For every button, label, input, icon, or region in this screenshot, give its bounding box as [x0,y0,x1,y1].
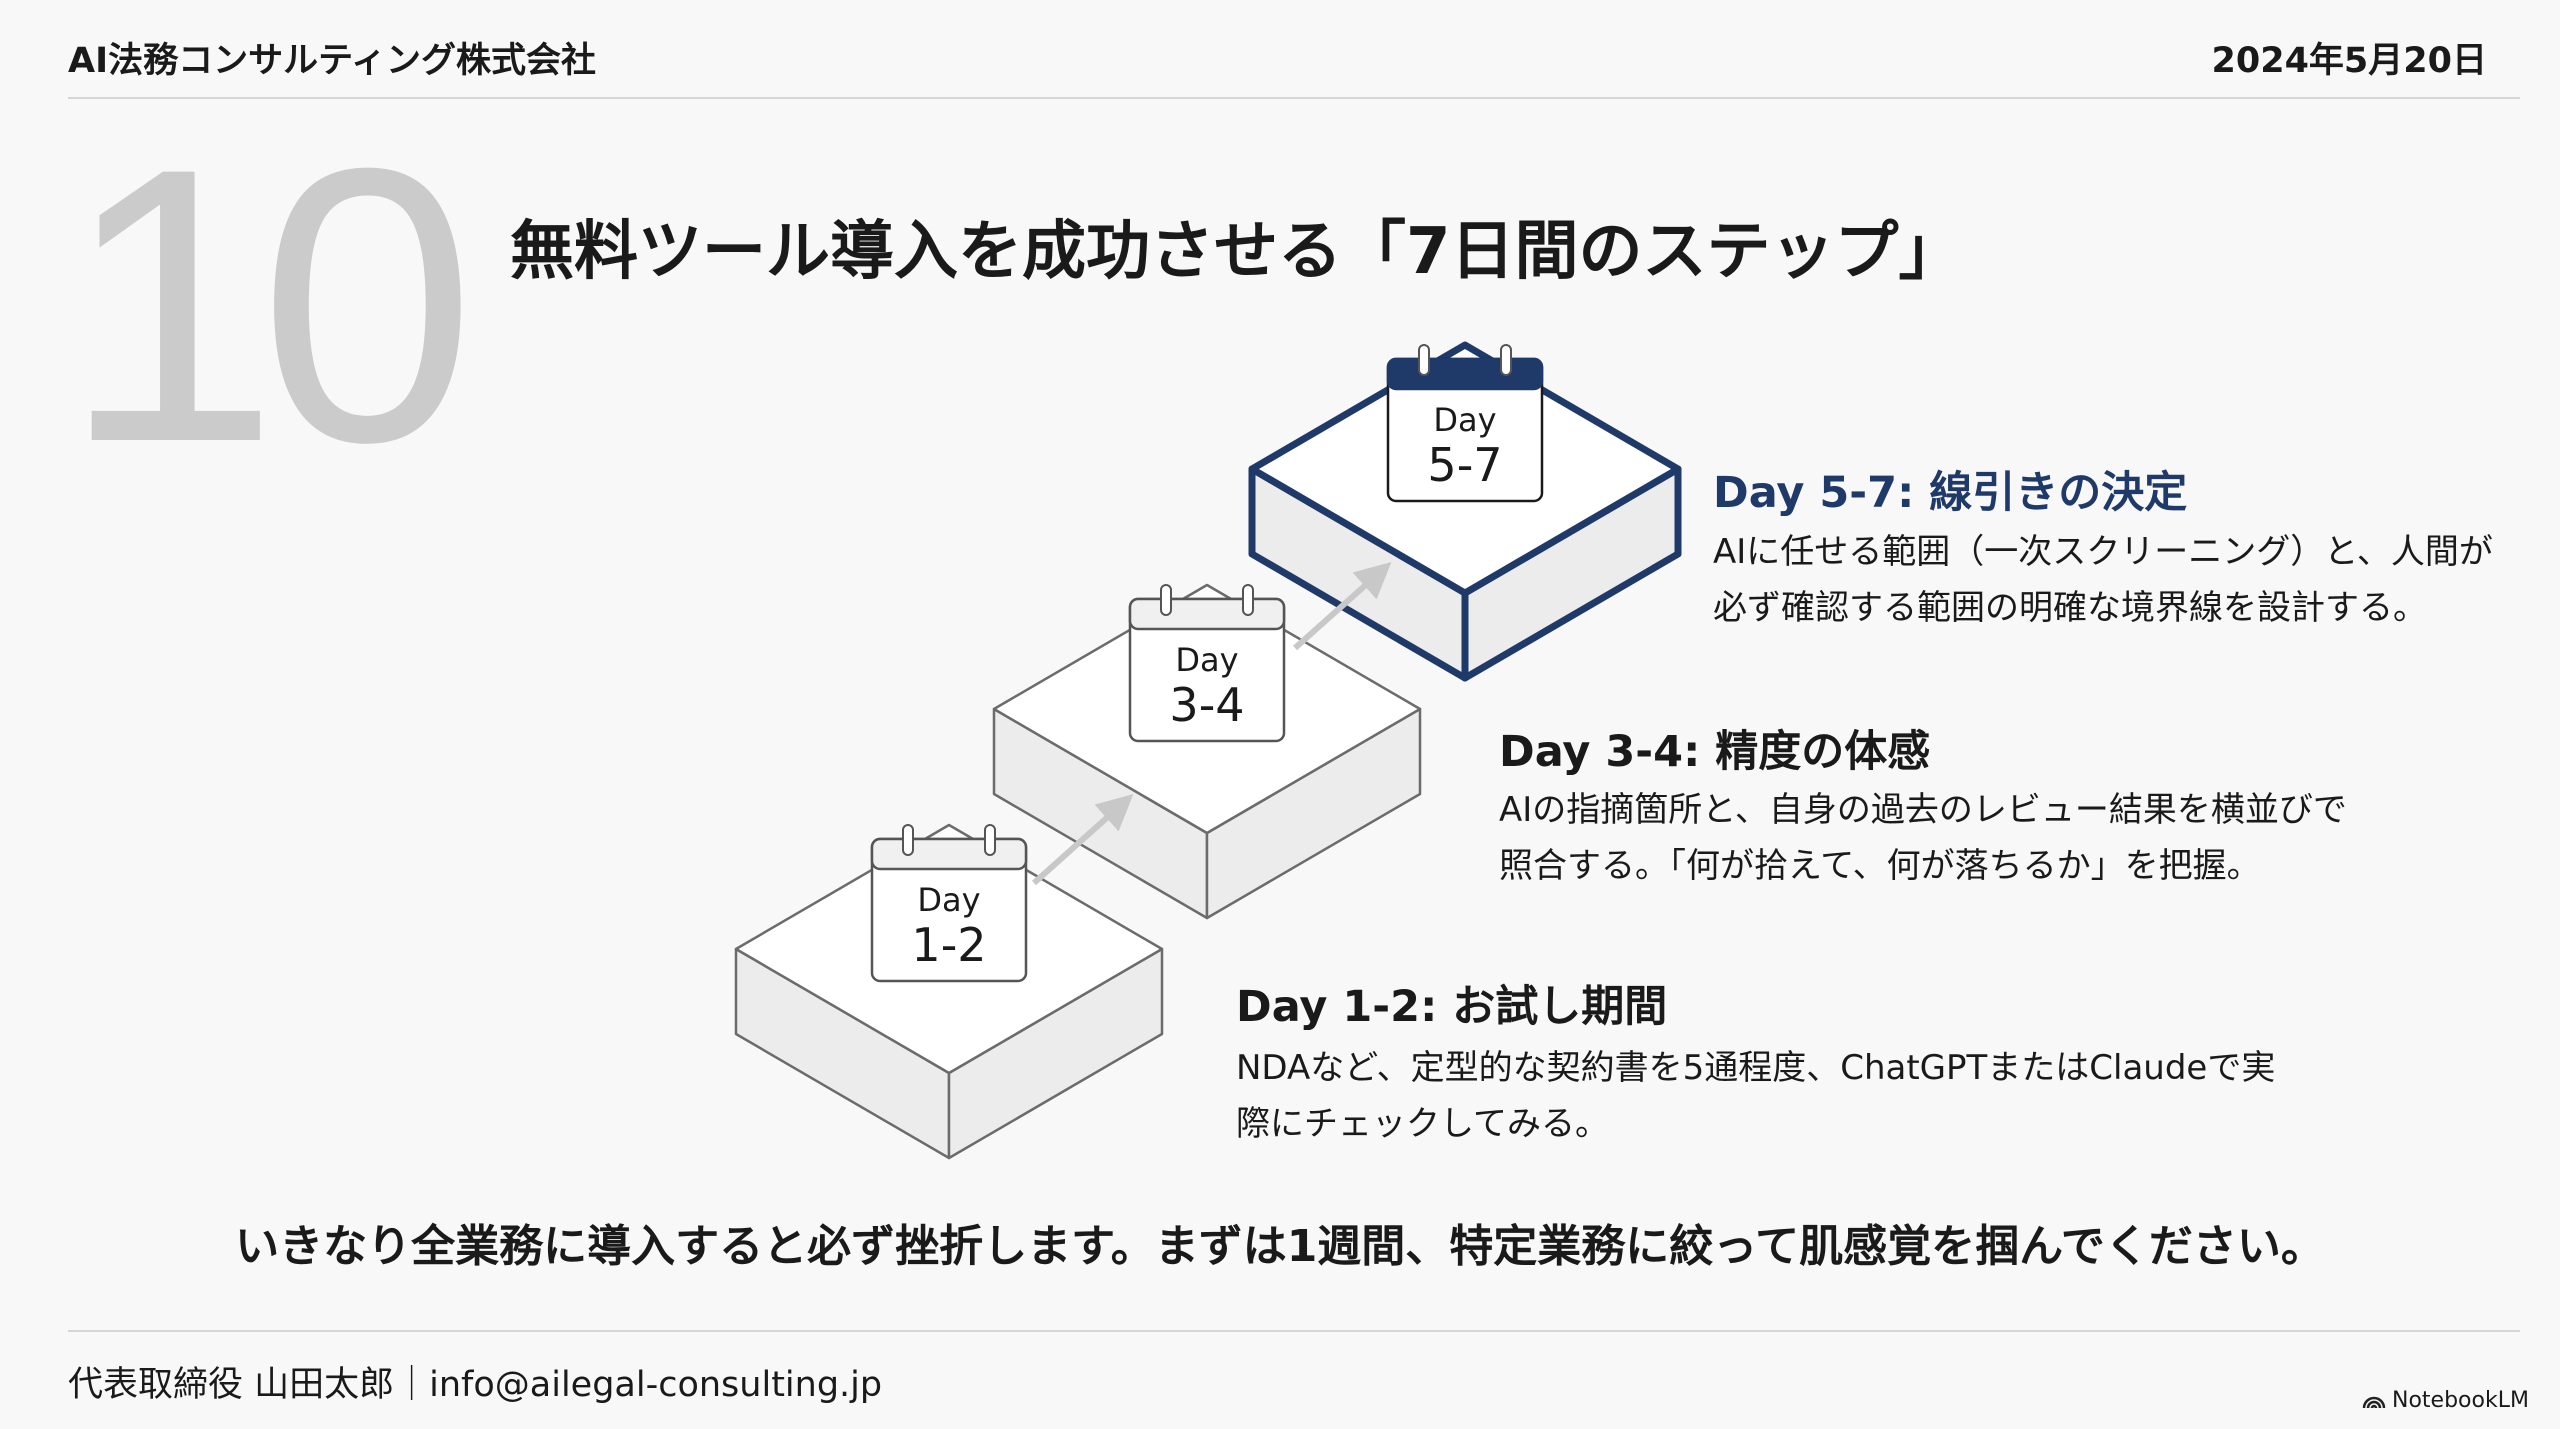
step2-desc: AIの指摘箇所と、自身の過去のレビュー結果を横並びで 照合する。「何が拾えて、何… [1499,782,2347,894]
notebooklm-brand: NotebookLM [2362,1388,2529,1413]
step1-desc: NDAなど、定型的な契約書を5通程度、ChatGPTまたはClaudeで実 際に… [1236,1040,2275,1152]
calendar-ring [1500,344,1512,376]
footer-divider [68,1330,2520,1332]
calendar-ring [1160,584,1172,616]
calendar-day-range: 3-4 [1169,678,1244,732]
company-name: AI法務コンサルティング株式会社 [68,41,597,81]
date: 2024年5月20日 [2211,41,2487,81]
notebooklm-logo-icon [2362,1396,2386,1408]
calendar-header [870,837,1028,871]
calendar-header [1128,597,1286,631]
calendar-ring [984,824,996,856]
step2-heading: Day 3-4: 精度の体感 [1499,727,1931,777]
footer-contact: 代表取締役 山田太郎｜info@ailegal-consulting.jp [68,1365,883,1405]
step2-line-2: 照合する。「何が拾えて、何が落ちるか」を把握。 [1499,846,2261,886]
step3-desc: AIに任せる範囲（一次スクリーニング）と、人間が 必ず確認する範囲の明確な境界線… [1713,524,2493,636]
step3-heading: Day 5-7: 線引きの決定 [1713,468,2188,518]
step1-line-2: 際にチェックしてみる。 [1236,1104,1609,1144]
calendar-day-range: 5-7 [1427,438,1502,492]
calendar-ring [902,824,914,856]
calendar-day-range: 1-2 [911,918,986,972]
calendar-ring [1242,584,1254,616]
header-divider [68,97,2520,99]
calendar-day-label: Day [1433,401,1496,439]
calendar-ring [1418,344,1430,376]
arrow-step1-to-step2 [1031,793,1134,886]
step2-line-1: AIの指摘箇所と、自身の過去のレビュー結果を横並びで [1499,790,2347,830]
calendar-header [1386,357,1544,391]
slide-number: 10 [62,87,476,523]
step3-line-1: AIに任せる範囲（一次スクリーニング）と、人間が [1713,532,2493,572]
slide-title: 無料ツール導入を成功させる「7日間のステップ」 [510,215,1963,289]
key-message: いきなり全業務に導入すると必ず挫折します。まずは1週間、特定業務に絞って肌感覚を… [235,1221,2325,1272]
step1-line-1: NDAなど、定型的な契約書を5通程度、ChatGPTまたはClaudeで実 [1236,1048,2276,1088]
brand-label: NotebookLM [2392,1388,2529,1413]
step1-heading: Day 1-2: お試し期間 [1236,982,1668,1032]
calendar-day-label: Day [917,881,980,919]
arrow-step2-to-step3 [1293,562,1392,651]
step3-line-2: 必ず確認する範囲の明確な境界線を設計する。 [1713,588,2427,628]
calendar-day-label: Day [1175,641,1238,679]
